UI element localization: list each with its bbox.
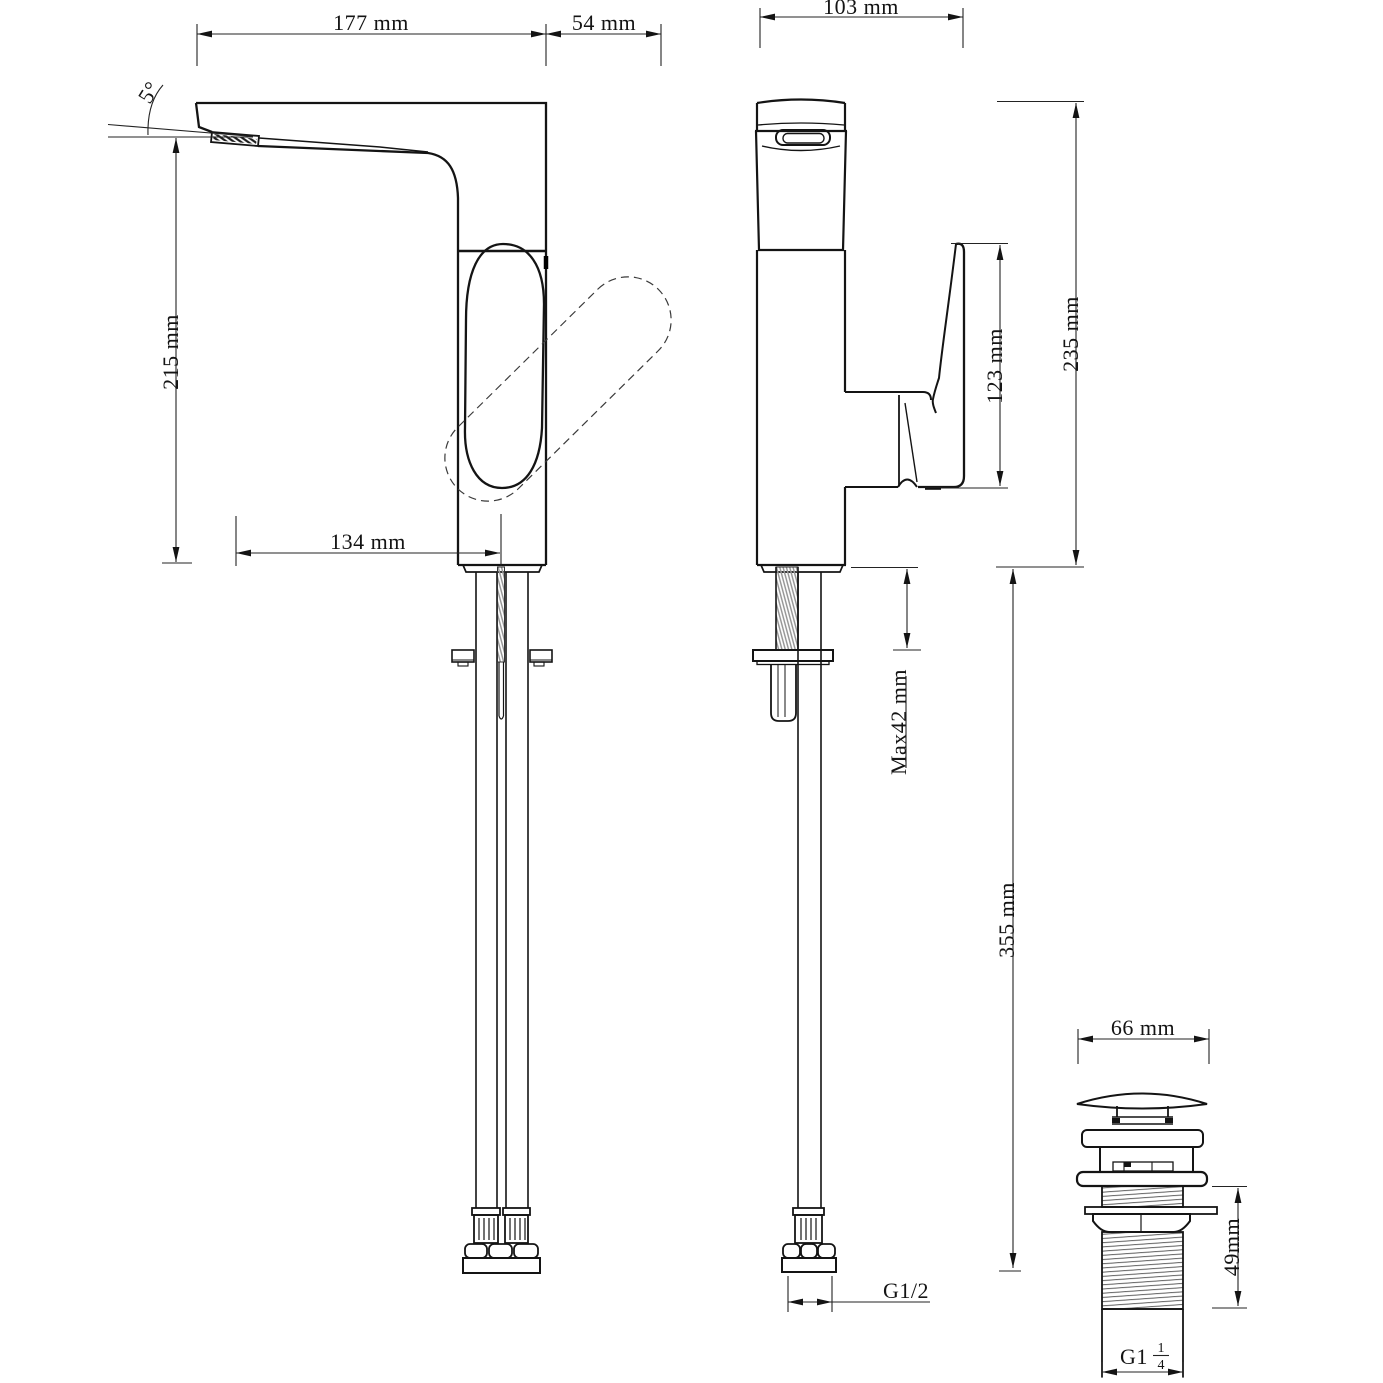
supply-hoses <box>475 572 529 1208</box>
head-smile-line <box>761 145 841 152</box>
threaded-shank <box>775 566 799 651</box>
dim-label-g1-base: G1 <box>1120 1344 1148 1369</box>
handle-profile-front-edge <box>931 243 957 414</box>
front-supply-hose <box>797 572 822 1208</box>
mounting-clamp <box>451 649 553 667</box>
drain-upper-threads <box>1101 1185 1184 1208</box>
dim-front-width: 103 mm <box>759 0 964 48</box>
hose-connectors <box>462 1207 541 1274</box>
dim-label-54: 54 mm <box>572 10 636 35</box>
head-taper-sides <box>754 130 848 251</box>
dim-hose-length: 355 mm <box>994 569 1021 1272</box>
dim-handle-height: 123 mm <box>925 242 1008 489</box>
dim-label-235: 235 mm <box>1058 296 1083 372</box>
clamp-bracket <box>770 664 797 722</box>
handle-rotated-phantom <box>444 276 672 502</box>
head-band-line <box>757 122 845 126</box>
side-view-basin-mixer <box>194 101 672 1274</box>
clamp-bracket-slots <box>777 664 786 717</box>
overflow-slot-mark <box>1124 1162 1131 1167</box>
aerator-insert <box>782 132 825 144</box>
aerator-window <box>775 129 831 146</box>
dim-label-49: 49mm <box>1219 1218 1244 1276</box>
drain-popup-waste-view <box>1075 1092 1218 1377</box>
spout-top-outline <box>196 101 548 565</box>
washer-gasket <box>756 660 830 666</box>
body-step-ledge <box>845 391 932 401</box>
drain-long-threads <box>1101 1231 1184 1310</box>
seal-ring-right <box>1165 1118 1173 1123</box>
mounting-stud-lower <box>498 662 505 720</box>
spout-front-edge <box>194 102 213 134</box>
handle-neck-wedge <box>904 402 918 483</box>
dim-drain-thread-length: 49mm <box>1212 1185 1247 1309</box>
seal-ring-left <box>1112 1118 1120 1123</box>
base-plate <box>461 564 544 573</box>
dim-label-g1-numerator: 1 <box>1158 1341 1165 1356</box>
dim-label-66: 66 mm <box>1111 1015 1175 1040</box>
dim-label-134: 134 mm <box>330 529 406 554</box>
dim-label-g1-denominator: 4 <box>1158 1358 1165 1373</box>
dim-label-max42: Max42 mm <box>886 669 911 775</box>
dim-label-123: 123 mm <box>982 328 1007 404</box>
mounting-stud-threaded <box>497 566 505 663</box>
dim-drain-outlet-thread: G1 1 4 <box>1101 1341 1184 1378</box>
spout-underside-upper-line <box>258 137 429 153</box>
head-top-arc <box>756 98 846 105</box>
dim-spout-offset: 134 mm <box>235 514 502 566</box>
pivot-dome <box>897 478 918 488</box>
dim-spout-height: 215 mm <box>158 138 192 564</box>
drain-cap-stem <box>1116 1106 1169 1117</box>
dim-label-215: 215 mm <box>158 314 183 390</box>
dim-label-177: 177 mm <box>333 10 409 35</box>
dim-spout-reach: 177 mm <box>196 10 547 66</box>
dim-label-103: 103 mm <box>823 0 899 19</box>
head-sides <box>755 103 847 131</box>
dim-inlet-thread: G1/2 <box>787 1276 930 1312</box>
front-hose-connector <box>781 1207 837 1273</box>
front-view-basin-mixer <box>752 98 966 1273</box>
dim-label-g12: G1/2 <box>883 1278 929 1303</box>
front-base-plate <box>759 564 845 573</box>
dim-label-355: 355 mm <box>994 882 1019 958</box>
spout-underside-outline <box>257 144 460 565</box>
dim-drain-cap-diameter: 66 mm <box>1077 1015 1210 1064</box>
dim-max-mounting-thickness: Max42 mm <box>851 566 921 775</box>
dim-handle-overhang: 54 mm <box>546 10 662 66</box>
front-body-sides <box>755 250 847 565</box>
dim-total-height: 235 mm <box>996 100 1084 568</box>
handle-lever <box>463 242 546 490</box>
